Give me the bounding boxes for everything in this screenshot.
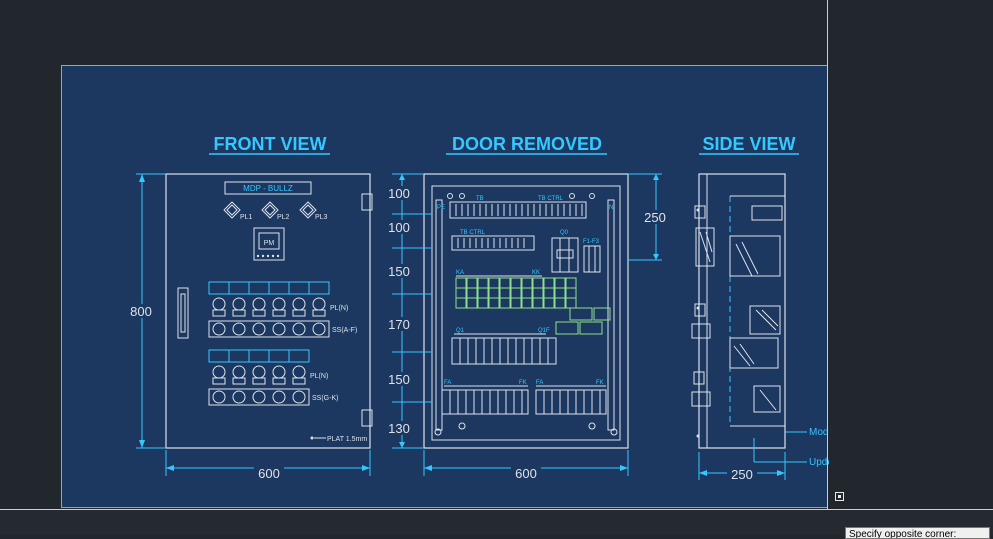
dim-left-4: 170: [388, 317, 410, 332]
panel-drawing: FRONT VIEW DOOR REMOVED SIDE VIEW MDP - …: [126, 134, 923, 482]
row2-lamp-label: PL(N): [310, 373, 328, 380]
power-meter-label: PM: [264, 240, 275, 247]
fk-label: FK: [519, 380, 527, 386]
dynamic-input-tooltip: Specify opposite corner:: [845, 527, 990, 539]
dim-left-1: 100: [388, 186, 410, 201]
door-removed-view: PE N TB TB CTRL: [384, 173, 670, 481]
fk2-label: FK: [596, 380, 604, 386]
crosshair-vertical: [827, 0, 828, 510]
side-view-title: SIDE VIEW: [702, 134, 795, 154]
callout-module: Modul yang dapat dilepas: [809, 427, 829, 438]
dim-left-6: 130: [388, 421, 410, 436]
pe-label: PE: [437, 205, 445, 211]
plate-note: PLAT 1.5mm: [327, 436, 367, 443]
front-view: MDP - BULLZ PL1 PL2 PL3 PM: [126, 173, 373, 481]
door-removed-title: DOOR REMOVED: [452, 134, 602, 154]
side-width-dim: 250: [731, 467, 753, 482]
dim-left-3: 150: [388, 264, 410, 279]
dim-left-5: 150: [388, 372, 410, 387]
q1-label: Q1: [456, 328, 465, 334]
row1-lamp-label: PL(N): [330, 305, 348, 312]
door-width-dim: 600: [515, 466, 537, 481]
row1-switch-label: SS(A-F): [332, 327, 357, 334]
side-view: Modul yang dapat dilepas Updeck 250: [691, 173, 923, 482]
nameplate-text: MDP - BULLZ: [243, 184, 293, 193]
crosshair-horizontal: [0, 509, 993, 510]
q1f-label: Q1F: [538, 328, 550, 334]
pilot-lamp-2-label: PL2: [277, 214, 290, 221]
front-height-dim: 800: [130, 304, 152, 319]
front-view-title: FRONT VIEW: [214, 134, 327, 154]
ka-label: KA: [456, 270, 464, 276]
kk-label: KK: [532, 270, 540, 276]
front-width-dim: 600: [258, 466, 280, 481]
dim-right: 250: [644, 210, 666, 225]
dim-left-2: 100: [388, 220, 410, 235]
pickbox-cursor-icon: [835, 492, 844, 501]
fa-label: FA: [444, 380, 451, 386]
tb-ctrl-label: TB CTRL: [538, 196, 564, 202]
row2-switch-label: SS(G-K): [312, 395, 338, 402]
f1f3-label: F1-F3: [583, 239, 600, 245]
tb-ctrl2-label: TB CTRL: [460, 230, 486, 236]
tb-label: TB: [476, 196, 484, 202]
fa2-label: FA: [536, 380, 543, 386]
pilot-lamp-3-label: PL3: [315, 214, 328, 221]
drawing-sheet[interactable]: FRONT VIEW DOOR REMOVED SIDE VIEW MDP - …: [61, 65, 923, 508]
pilot-lamp-1-label: PL1: [240, 214, 253, 221]
callout-updeck: Updeck: [809, 457, 829, 468]
q0-label: Q0: [560, 230, 569, 236]
n-label: N: [609, 205, 613, 211]
command-line-area[interactable]: [0, 510, 993, 535]
